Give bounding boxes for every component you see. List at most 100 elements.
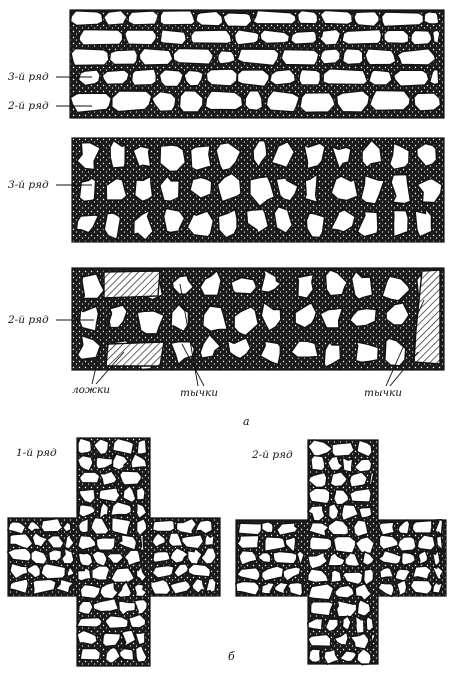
stone (379, 566, 395, 579)
cross-pillar-row1-label: 1-й ряд (16, 447, 57, 459)
stone (282, 566, 302, 583)
stone (238, 549, 258, 566)
stone (396, 47, 437, 66)
section-row3 (71, 137, 445, 243)
stone (77, 437, 93, 455)
stone (191, 577, 207, 595)
stone (39, 517, 65, 533)
stone (348, 487, 372, 503)
stone (205, 68, 238, 87)
stone (416, 534, 436, 551)
stone (409, 579, 434, 596)
stone (98, 487, 121, 503)
stone (136, 310, 165, 335)
header-stone-right (413, 269, 441, 365)
stone (357, 506, 373, 519)
callout-headers-right-leader-2 (389, 351, 419, 387)
stone (133, 598, 149, 616)
stone (202, 305, 229, 333)
stone (199, 547, 217, 565)
stone (256, 552, 272, 564)
stone (368, 470, 376, 488)
stone (9, 562, 29, 580)
stone (307, 471, 328, 488)
stone (175, 517, 198, 536)
stone (134, 631, 147, 646)
cross-pillar-row2-outline (235, 439, 447, 665)
stone (204, 577, 217, 594)
stone (392, 209, 409, 238)
stone (187, 563, 212, 578)
stone (380, 11, 425, 28)
stone (260, 565, 285, 582)
stone (265, 89, 301, 113)
stone (78, 471, 101, 484)
stone (167, 532, 184, 548)
section-row3-stones (75, 139, 443, 241)
stone (135, 486, 147, 502)
stone (162, 207, 186, 234)
stone (324, 269, 349, 297)
stone (132, 208, 154, 241)
stone (368, 89, 411, 112)
stone (54, 578, 76, 594)
callout-headers-mid: тычки (179, 283, 218, 399)
stone (127, 613, 147, 629)
stone (335, 599, 358, 618)
stone (330, 145, 352, 171)
cross-pillar-row1-mortar (8, 438, 220, 666)
stone (400, 551, 417, 566)
wall-elevation-stones (69, 9, 442, 114)
stone (378, 534, 400, 551)
stone (244, 89, 264, 112)
stone (378, 521, 396, 536)
stone (75, 616, 104, 628)
stone (102, 9, 129, 26)
stone (130, 68, 158, 87)
stone (111, 437, 135, 456)
stone (348, 632, 370, 650)
stone (101, 632, 122, 648)
stone (354, 614, 365, 635)
cross-pillar-row2 (235, 439, 447, 666)
stone (331, 441, 356, 458)
wall-elevation-outline (69, 9, 445, 119)
stone (295, 549, 305, 566)
stone (79, 647, 102, 661)
stone (31, 531, 50, 549)
stone (361, 550, 376, 567)
stone (275, 522, 299, 537)
stone (132, 145, 152, 168)
stone (199, 333, 222, 359)
stone (352, 519, 369, 538)
stone (110, 566, 136, 584)
stone (259, 267, 282, 294)
stone (376, 549, 403, 566)
stone (216, 172, 242, 203)
stone (95, 536, 117, 551)
stone (120, 629, 137, 649)
stone (390, 173, 412, 205)
stone (307, 648, 322, 664)
stone (367, 69, 393, 86)
stone (305, 212, 326, 239)
stone (237, 522, 263, 536)
stone (169, 340, 196, 366)
stone (79, 583, 102, 600)
stone (381, 275, 411, 302)
stone (383, 29, 410, 45)
stone (341, 47, 364, 66)
stone (354, 341, 380, 364)
stone (8, 577, 30, 595)
stone (361, 139, 383, 169)
stone (76, 629, 98, 646)
stone (115, 580, 133, 599)
callout-headers-mid-text: тычки (180, 387, 218, 399)
stone (290, 340, 319, 358)
stone (60, 547, 75, 565)
stone (151, 564, 175, 579)
stone (138, 47, 174, 66)
stone (117, 600, 137, 617)
stone (330, 569, 343, 584)
stone (323, 648, 342, 666)
